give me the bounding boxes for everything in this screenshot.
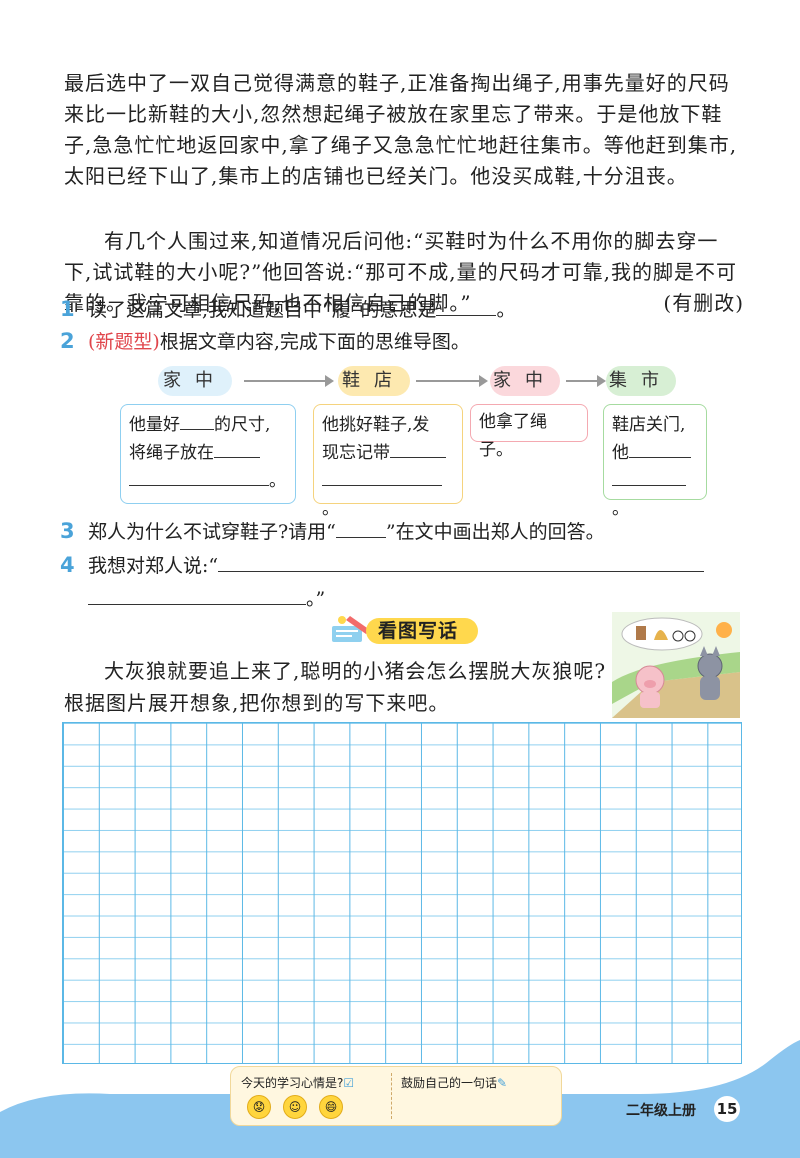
encourage-label-text: 鼓励自己的一句话 (401, 1076, 498, 1090)
mindmap-node-shoe-shop: 鞋店 (338, 366, 410, 396)
edit-icon: ✎ (497, 1076, 508, 1090)
answer-blank[interactable] (390, 439, 446, 458)
question-text: 读了这篇文章,我知道题目中“履”的意思是 (88, 299, 437, 321)
mood-label: 今天的学习心情是?☑ (241, 1074, 354, 1091)
answer-blank[interactable] (629, 439, 691, 458)
question-number: 3 (60, 519, 75, 543)
box-text: 他量好 (129, 415, 180, 435)
checkbox-icon: ☑ (343, 1076, 355, 1090)
mood-label-text: 今天的学习心情是? (241, 1076, 344, 1090)
happy-face-icon[interactable]: 😄 (319, 1095, 343, 1119)
box-text: 他挑好鞋子,发 (322, 415, 430, 435)
arrow-icon (244, 375, 334, 387)
mindmap-node-home-2: 家中 (490, 366, 560, 396)
question-text: 根据文章内容,完成下面的思维导图。 (159, 331, 470, 353)
answer-blank[interactable] (612, 467, 686, 486)
neutral-face-icon[interactable]: ☺ (283, 1095, 307, 1119)
box-text: 。 (269, 471, 286, 491)
writing-prompt-2: 根据图片展开想象,把你想到的写下来吧。 (64, 691, 450, 715)
answer-blank[interactable] (436, 297, 497, 316)
answer-blank[interactable] (129, 467, 269, 486)
story-credit: (有删改) (663, 291, 744, 315)
answer-blank[interactable] (322, 467, 442, 486)
question-text: 我想对郑人说:“ (88, 555, 219, 577)
box-text: 将绳子放在 (129, 443, 214, 463)
writing-icon (332, 616, 370, 642)
story-paragraph-2: 有几个人围过来,知道情况后问他:“买鞋时为什么不用你的脚去穿一下,试试鞋的大小呢… (64, 226, 744, 319)
sad-face-icon[interactable]: 😟 (247, 1095, 271, 1119)
mindmap-box-2: 他挑好鞋子,发 现忘记带 。 (313, 404, 463, 519)
story-paragraph-1: 最后选中了一双自己觉得满意的鞋子,正准备掏出绳子,用事先量好的尺码来比一比新鞋的… (64, 71, 738, 188)
section-title-badge: 看图写话 (330, 612, 480, 646)
box-text: 他拿了绳子。 (479, 412, 547, 460)
mindmap-box-3: 他拿了绳子。 (470, 404, 588, 460)
question-text: 郑人为什么不试穿鞋子?请用“ (88, 521, 336, 543)
question-4-continued: 。” (88, 584, 778, 614)
question-text-end: ”在文中画出郑人的回答。 (385, 521, 605, 543)
writing-prompt-1: 大灰狼就要追上来了,聪明的小猪会怎么摆脱大灰狼呢? (104, 659, 607, 683)
answer-blank[interactable] (180, 411, 214, 430)
section-title: 看图写话 (378, 620, 459, 642)
writing-grid[interactable] (62, 722, 742, 1064)
box-text: 的尺寸, (214, 415, 271, 435)
box-text: 。 (322, 499, 339, 519)
pig-and-wolf-illustration (612, 612, 740, 718)
question-4: 4 我想对郑人说:“ (60, 550, 750, 581)
mindmap-node-home-1: 家中 (158, 366, 232, 396)
arrow-icon (566, 375, 606, 387)
answer-line[interactable] (218, 553, 705, 572)
arrow-icon (416, 375, 488, 387)
grade-label: 二年级上册 (626, 1103, 696, 1119)
mindmap-box-4: 鞋店关门, 他 。 (603, 404, 707, 519)
answer-line[interactable] (88, 586, 306, 605)
box-text: 现忘记带 (322, 443, 390, 463)
answer-blank[interactable] (214, 439, 260, 458)
box-text: 鞋店关门, (612, 415, 686, 435)
question-1: 1 读了这篇文章,我知道题目中“履”的意思是 。 (60, 294, 750, 325)
question-text-end: 。 (496, 299, 516, 321)
question-2: 2 (新题型)根据文章内容,完成下面的思维导图。 (60, 326, 750, 357)
box-text: 他 (612, 443, 629, 463)
question-3: 3 郑人为什么不试穿鞋子?请用“ ”在文中画出郑人的回答。 (60, 516, 750, 547)
encourage-label: 鼓励自己的一句话✎ (401, 1074, 507, 1091)
page-number: 15 (714, 1096, 740, 1122)
divider (391, 1073, 392, 1119)
new-type-tag: (新题型) (88, 331, 160, 353)
mindmap-node-market: 集市 (606, 366, 676, 396)
question-text-end: 。” (306, 588, 326, 610)
mindmap-box-1: 他量好 的尺寸, 将绳子放在 。 (120, 404, 296, 504)
underline-sample (335, 519, 386, 538)
question-number: 1 (60, 297, 75, 321)
question-number: 4 (60, 553, 75, 577)
title-background (366, 618, 478, 644)
question-number: 2 (60, 329, 75, 353)
mood-panel: 今天的学习心情是?☑ 鼓励自己的一句话✎ 😟 ☺ 😄 (230, 1066, 562, 1126)
box-text: 。 (612, 499, 629, 519)
story-paragraph-2-text: 有几个人围过来,知道情况后问他:“买鞋时为什么不用你的脚去穿一下,试试鞋的大小呢… (64, 229, 737, 315)
